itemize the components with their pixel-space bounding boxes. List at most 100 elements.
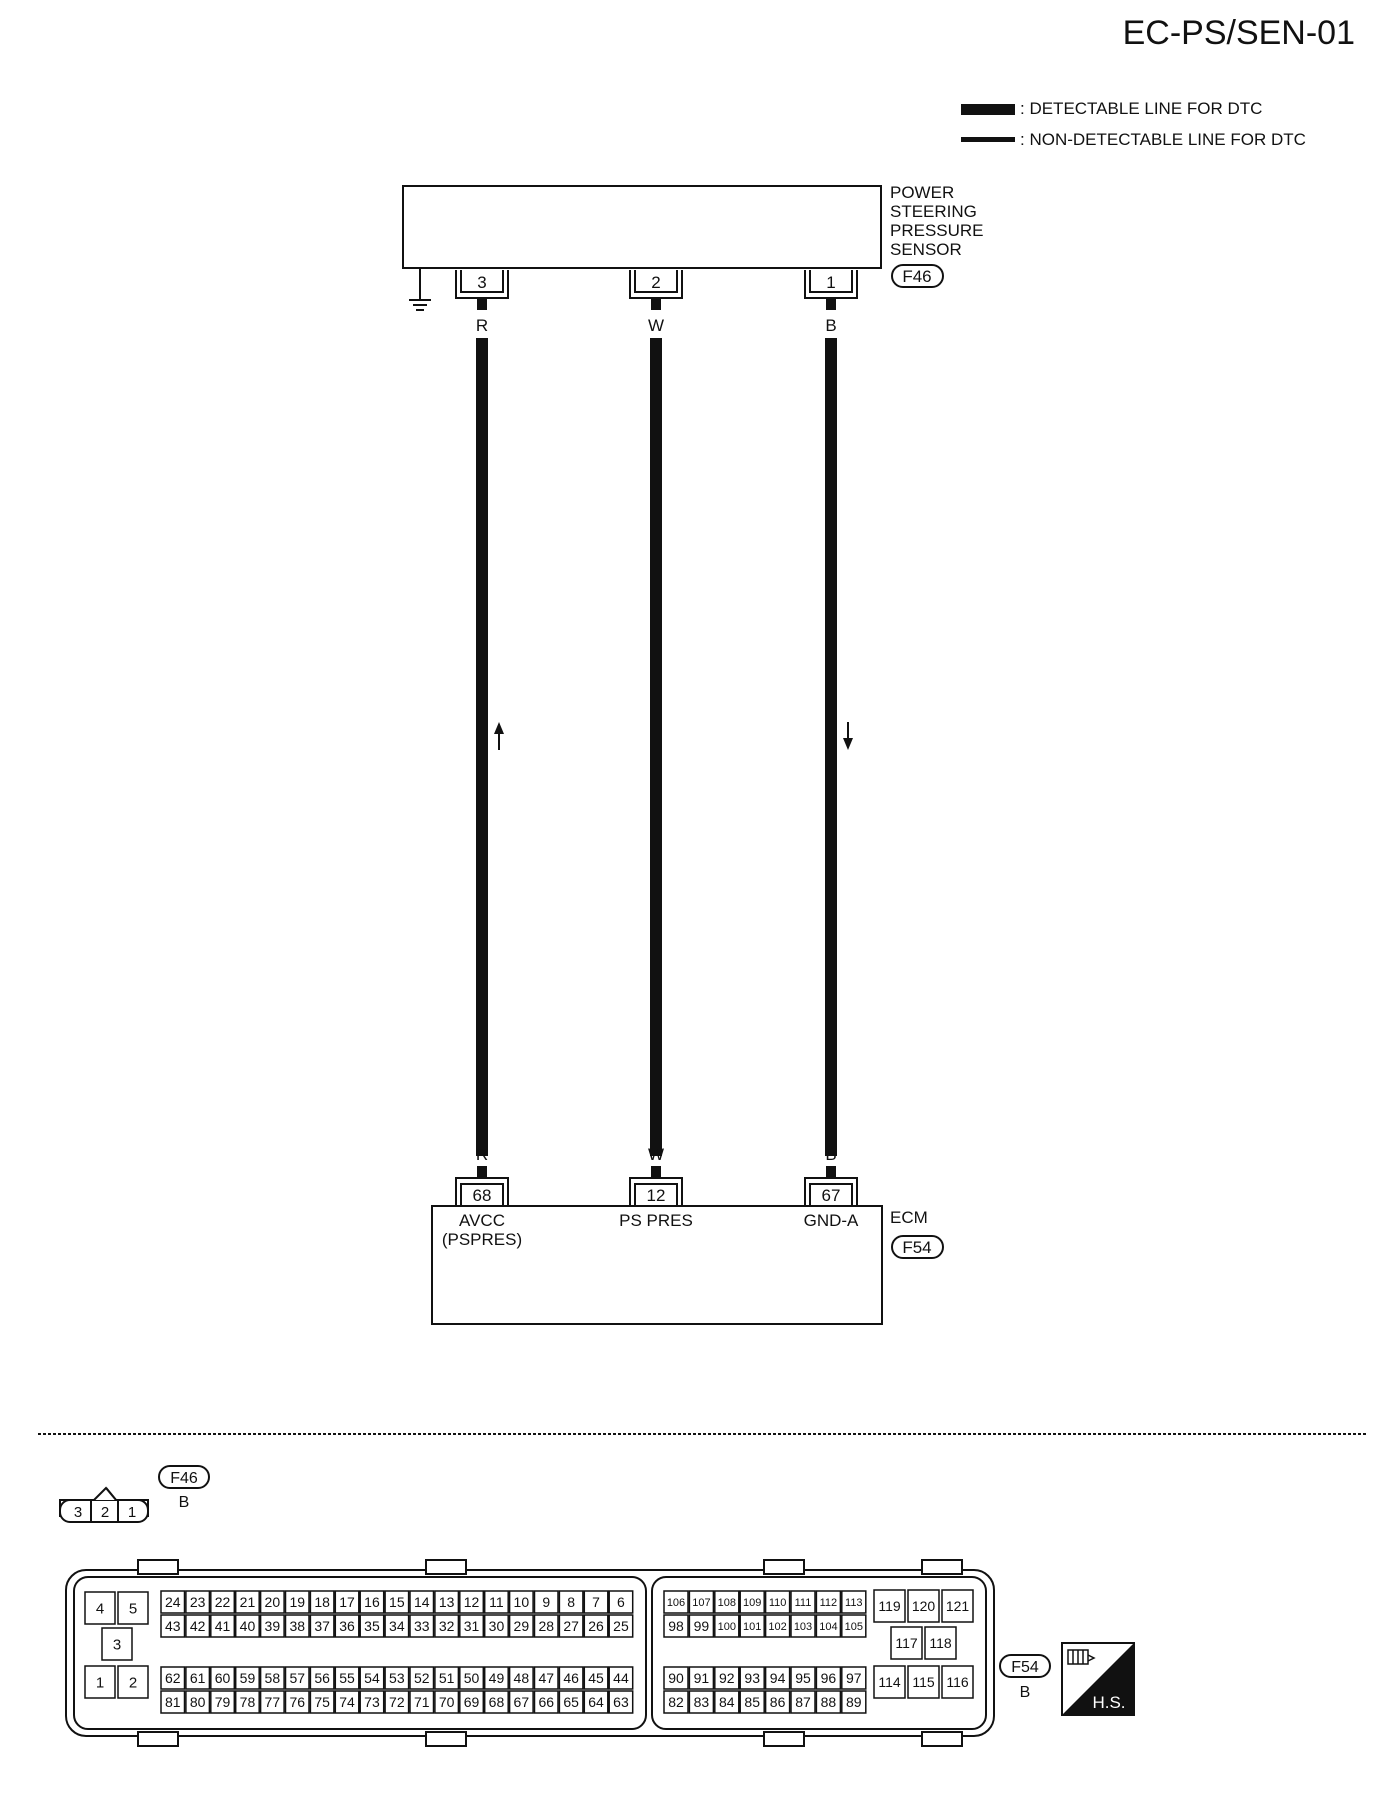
f54-pin-number: 45 (588, 1670, 604, 1686)
ecm-pin-68: 68 (455, 1177, 509, 1206)
f54-pin-cell (583, 1690, 609, 1714)
f54-pin-cell (160, 1666, 186, 1690)
ecm-pin-label: 68 (473, 1186, 492, 1205)
f54-pin-number: 110 (769, 1597, 787, 1609)
f54-pin-number: 86 (770, 1694, 786, 1710)
arrow-up-icon (494, 722, 504, 750)
f54-pin-cell (873, 1665, 906, 1699)
f54-pin-cell (841, 1614, 867, 1638)
f54-pin-number: 26 (588, 1618, 604, 1634)
wire-color-bottom: B (825, 1145, 836, 1164)
wire-color-top: W (648, 316, 664, 335)
f54-pin-cell (359, 1666, 385, 1690)
sensor-pin-label: 3 (477, 273, 486, 292)
wire-color-bottom: R (476, 1145, 488, 1164)
f54-pin-cell (688, 1690, 715, 1714)
ecm-pin-label: 67 (822, 1186, 841, 1205)
sensor-connector-id: F46 (902, 267, 931, 286)
f54-pin-cell (334, 1590, 360, 1614)
legend-nondetectable-swatch (961, 137, 1015, 142)
ecm-signal-pspres: (PSPRES) (442, 1230, 522, 1249)
f54-pin-number: 90 (668, 1670, 684, 1686)
f54-pin-cell (508, 1590, 534, 1614)
f54-pin-cell (941, 1589, 974, 1623)
f54-pin-cell (84, 1591, 116, 1625)
f54-pin-cell (533, 1590, 559, 1614)
f54-pin-number: 81 (165, 1694, 181, 1710)
wire-color-top: R (476, 316, 488, 335)
f54-pin-number: 17 (339, 1594, 355, 1610)
f54-pin-number: 46 (563, 1670, 579, 1686)
f54-pin-number: 62 (165, 1670, 181, 1686)
f54-pin-cell (384, 1614, 410, 1638)
f54-pin-number: 52 (414, 1670, 430, 1686)
f54-pin-number: 21 (240, 1594, 256, 1610)
f54-pin-cell (160, 1614, 186, 1638)
f54-pin-number: 113 (845, 1597, 863, 1609)
f46-connector-view: 3 2 1 F46 B (59, 1465, 210, 1523)
f54-pin-cell (688, 1614, 715, 1638)
f54-pin-cell (941, 1665, 974, 1699)
f54-pin-cell (508, 1690, 534, 1714)
f54-pin-number: 65 (563, 1694, 579, 1710)
f54-pin-cell (309, 1690, 335, 1714)
ecm-connector-id: F54 (902, 1238, 931, 1257)
f54-pin-number: 22 (215, 1594, 231, 1610)
f46-pin: 2 (101, 1504, 109, 1521)
f54-pin-cell (663, 1690, 689, 1714)
f54-pin-number: 119 (878, 1598, 901, 1614)
f54-pin-cell (815, 1666, 842, 1690)
f54-latch-tab (137, 1731, 179, 1747)
f54-pin-number: 8 (567, 1594, 575, 1610)
f46-pin: 1 (128, 1504, 136, 1521)
f54-pin-cell (185, 1666, 211, 1690)
f54-outer-shell (65, 1569, 995, 1737)
f54-pin-cell (160, 1590, 186, 1614)
f54-pin-cell (483, 1690, 509, 1714)
f54-pin-cell (790, 1590, 816, 1614)
f54-pin-cell (284, 1690, 310, 1714)
f54-pin-cell (790, 1614, 816, 1638)
f54-pin-cell (309, 1614, 335, 1638)
f54-pin-number: 96 (821, 1670, 837, 1686)
f54-pin-number: 58 (265, 1670, 281, 1686)
wire-b: B B (825, 298, 837, 1178)
f54-pin-number: 95 (795, 1670, 811, 1686)
wire-color-top: B (825, 316, 836, 335)
pressure-sensor: POWER STEERING PRESSURE SENSOR F46 (402, 183, 984, 311)
f54-pin-number: 14 (414, 1594, 430, 1610)
connector-mate-icon (1067, 1649, 1096, 1665)
f54-pin-number: 82 (668, 1694, 684, 1710)
f54-pin-number: 30 (489, 1618, 505, 1634)
f54-pin-number: 15 (389, 1594, 405, 1610)
f54-pin-number: 66 (538, 1694, 554, 1710)
f54-pin-number: 69 (464, 1694, 480, 1710)
f54-pin-cell (359, 1690, 385, 1714)
f54-pin-cell (185, 1690, 211, 1714)
f54-pin-number: 120 (912, 1598, 936, 1614)
f54-pin-number: 87 (795, 1694, 811, 1710)
f54-pin-cell (841, 1590, 867, 1614)
f54-pin-number: 3 (113, 1636, 121, 1653)
f54-pin-cell (841, 1690, 867, 1714)
f54-pin-number: 6 (617, 1594, 625, 1610)
f54-pin-number: 56 (314, 1670, 330, 1686)
f54-pin-number: 36 (339, 1618, 355, 1634)
f54-pin-number: 67 (514, 1694, 530, 1710)
legend: : DETECTABLE LINE FOR DTC : NON-DETECTAB… (961, 99, 1306, 149)
f54-pin-cell (117, 1665, 149, 1699)
sensor-name-line-4: SENSOR (890, 240, 962, 259)
f54-latch-tab (425, 1559, 467, 1575)
f54-pin-cell (764, 1614, 791, 1638)
f54-pin-cell (384, 1666, 410, 1690)
f54-pin-cell (210, 1690, 236, 1714)
f54-pin-number: 49 (489, 1670, 505, 1686)
f54-pin-number: 105 (845, 1621, 863, 1633)
f54-pin-cell (409, 1590, 435, 1614)
f54-pin-number: 18 (314, 1594, 330, 1610)
f54-pin-cell (558, 1590, 584, 1614)
f54-pin-number: 116 (946, 1674, 969, 1690)
f54-pin-number: 43 (165, 1618, 181, 1634)
f54-pin-cell (84, 1665, 116, 1699)
f54-pin-number: 35 (364, 1618, 380, 1634)
